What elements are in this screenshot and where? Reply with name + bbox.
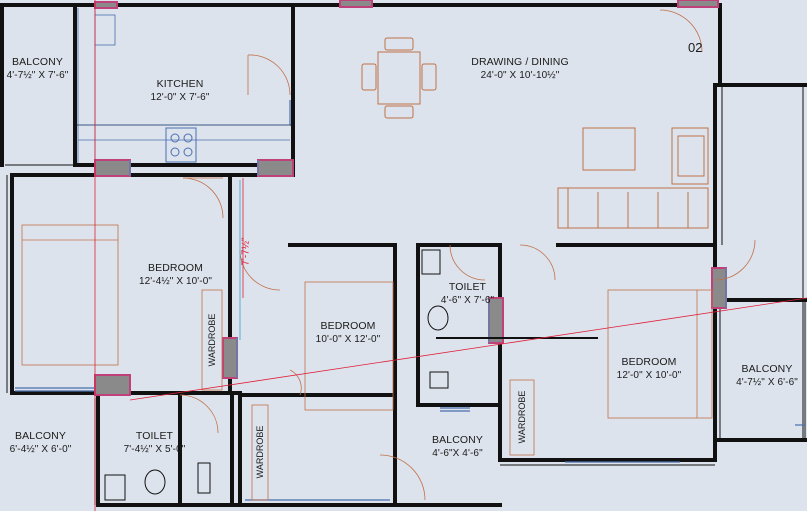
dimension-annotation: 7'-7½"	[240, 237, 252, 266]
room-bedroom-right: BEDROOM 12'-0" X 10'-0"	[616, 356, 682, 381]
room-bedroom-left: BEDROOM 12'-4½" X 10'-0"	[138, 262, 213, 287]
room-toilet-bottom-left: TOILET 7'-4½" X 5'-0"	[123, 430, 186, 455]
wardrobe-left-label: WARDROBE	[207, 313, 217, 367]
dining-table-icon	[361, 37, 437, 119]
unit-number: 02	[688, 40, 703, 55]
room-balcony-top-left: BALCONY 4'-7½" X 7'-6"	[6, 56, 69, 81]
doors	[179, 9, 756, 501]
stove-icon	[165, 127, 197, 163]
room-kitchen: KITCHEN 12'-0" X 7'-6"	[150, 78, 210, 103]
wardrobe-right-label: WARDROBE	[517, 390, 527, 444]
beds	[21, 224, 713, 419]
room-bedroom-center: BEDROOM 10'-0" X 12'-0"	[315, 320, 381, 345]
wardrobe-outlines	[201, 289, 535, 501]
room-drawing-dining: DRAWING / DINING 24'-0" X 10'-10½"	[471, 56, 569, 81]
guide-lines	[94, 0, 807, 511]
sofa-icon	[557, 127, 709, 229]
toilet-fixtures	[104, 249, 598, 501]
room-balcony-right: BALCONY 4'-7½" X 6'-6"	[736, 363, 798, 388]
wardrobe-center-label: WARDROBE	[255, 425, 265, 479]
room-balcony-bottom-left: BALCONY 6'-4½" X 6'-0"	[9, 430, 72, 455]
windows	[15, 100, 805, 501]
room-balcony-bottom-center: BALCONY 4'-6"X 4'-6"	[432, 434, 483, 459]
room-toilet-center: TOILET 4'-6" X 7'-6"	[440, 281, 495, 306]
